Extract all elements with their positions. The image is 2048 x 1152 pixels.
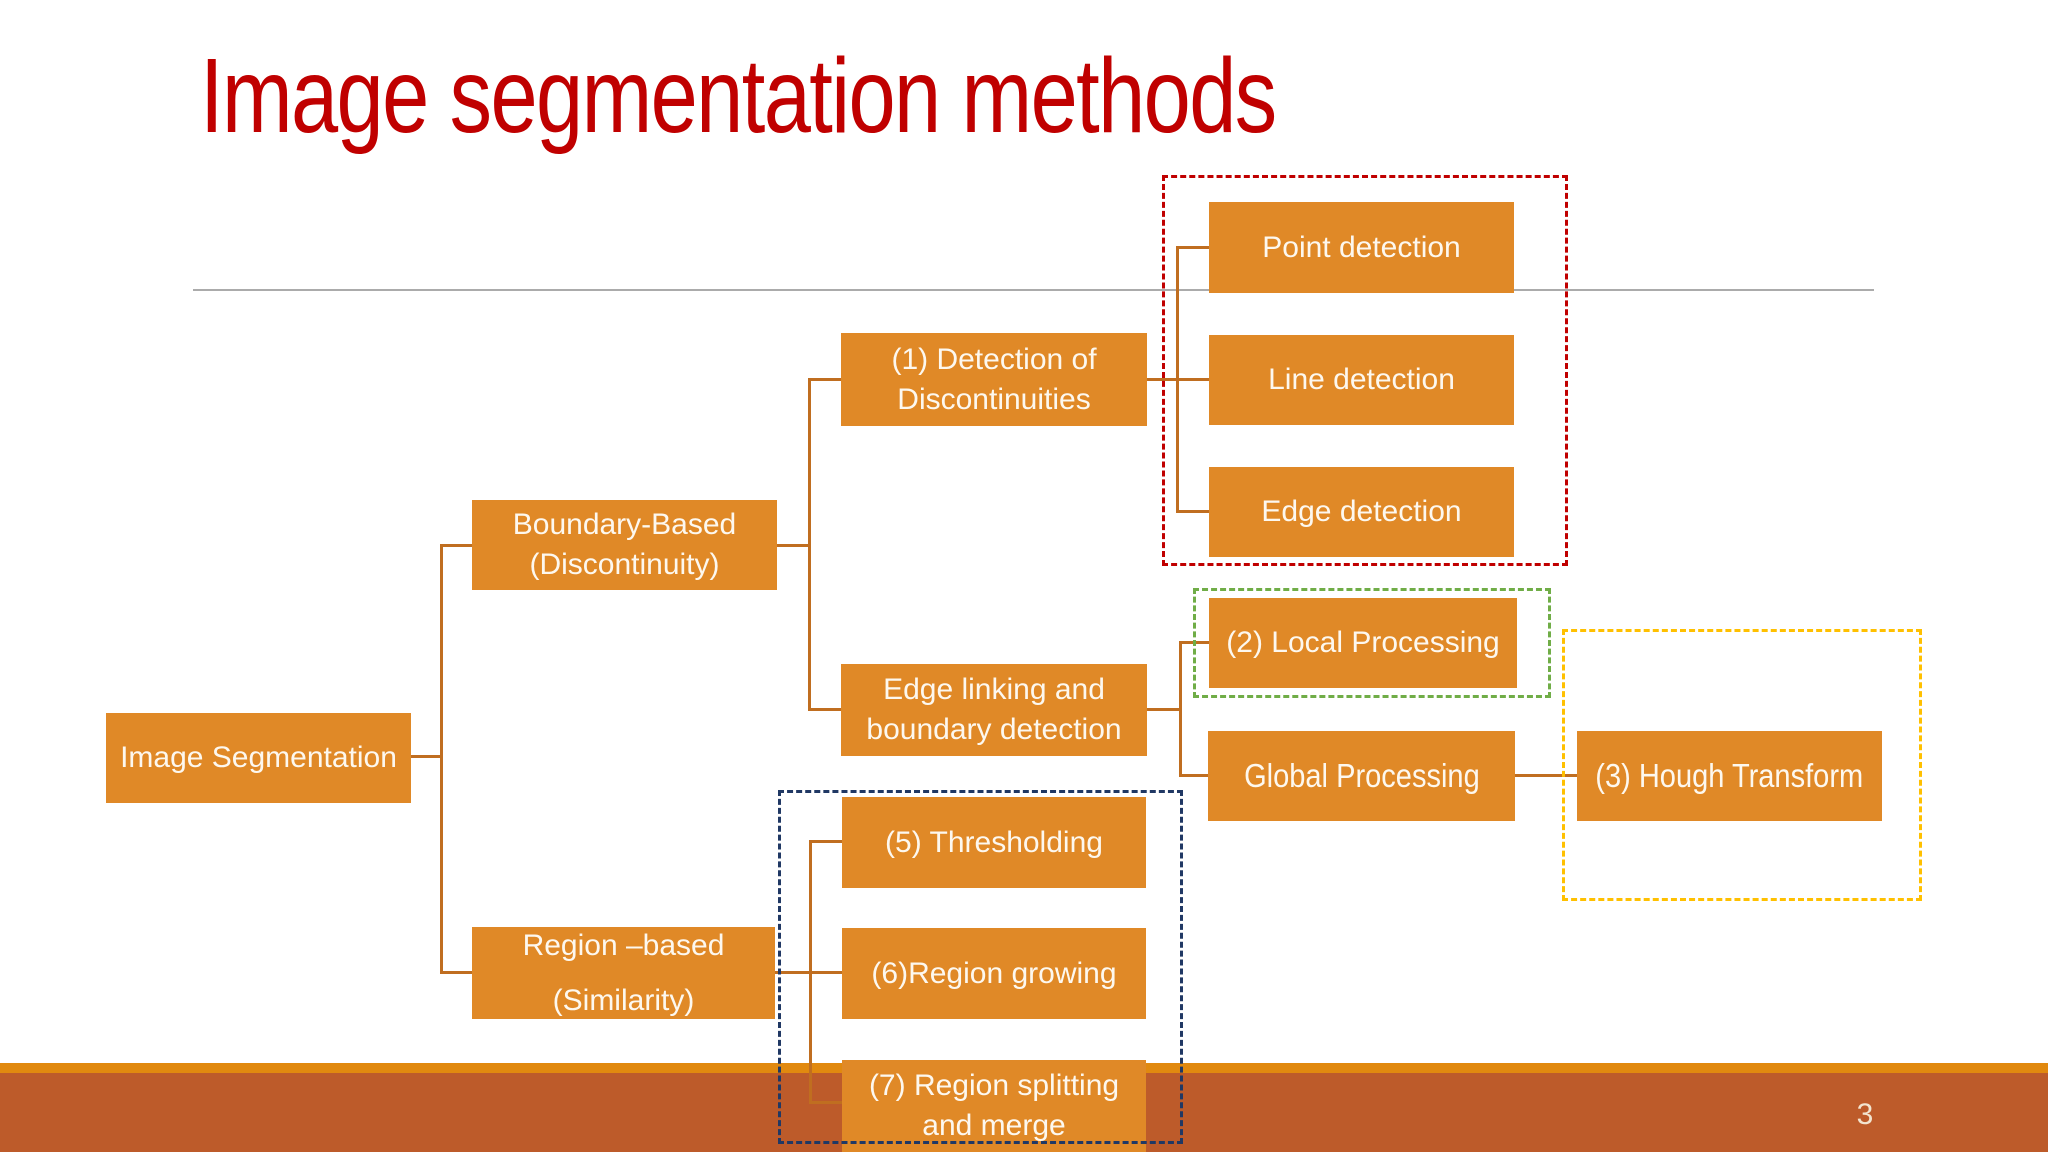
connector-to-edge-linking: [809, 708, 842, 711]
connector-to-region-splitting: [810, 1101, 843, 1104]
page-title: Image segmentation methods: [200, 37, 1277, 155]
connector-edge-linking-stub: [1147, 708, 1181, 711]
connector-root-trunk: [440, 544, 443, 974]
node-label: Region –based (Similarity): [522, 928, 725, 1018]
node-image-segmentation: Image Segmentation: [106, 713, 411, 803]
node-label: Point detection: [1262, 230, 1461, 264]
node-label: (1) Detection of Discontinuities: [891, 342, 1097, 416]
node-label: Image Segmentation: [120, 741, 397, 775]
node-region-based: Region –based (Similarity): [472, 927, 775, 1019]
hough-transform-group-outline: [1562, 629, 1922, 901]
node-global-processing: Global Processing: [1208, 731, 1515, 821]
title-divider: [193, 289, 1874, 291]
node-label: Line detection: [1268, 363, 1455, 397]
connector-boundary-stub: [777, 544, 810, 547]
node-hough-transform: (3) Hough Transform: [1577, 731, 1882, 821]
connector-to-detection: [809, 378, 842, 381]
node-region-splitting-merge: (7) Region splitting and merge: [842, 1060, 1146, 1152]
connector-root-stub: [411, 755, 441, 758]
node-label: (6)Region growing: [871, 956, 1117, 990]
node-local-processing: (2) Local Processing: [1209, 598, 1517, 688]
node-point-detection: Point detection: [1209, 202, 1514, 293]
node-label: (5) Thresholding: [885, 825, 1103, 859]
local-processing-group-outline: [1193, 588, 1551, 698]
node-boundary-based: Boundary-Based (Discontinuity): [472, 500, 777, 590]
connector-to-point-detection: [1177, 246, 1210, 249]
node-label: Edge linking and boundary detection: [866, 673, 1122, 746]
detection-methods-group-outline: [1162, 175, 1568, 566]
node-label: (2) Local Processing: [1226, 626, 1500, 660]
node-edge-linking: Edge linking and boundary detection: [841, 664, 1147, 756]
node-label: Boundary-Based (Discontinuity): [512, 508, 737, 581]
node-label: (7) Region splitting and merge: [868, 1069, 1120, 1142]
node-label: Global Processing: [1243, 757, 1480, 795]
node-edge-detection: Edge detection: [1209, 467, 1514, 557]
connector-to-region-based: [441, 971, 473, 974]
connector-to-thresholding: [810, 840, 843, 843]
connector-to-hough-transform: [1515, 774, 1578, 777]
page-number: 3: [1856, 1098, 1874, 1131]
node-line-detection: Line detection: [1209, 335, 1514, 425]
node-region-growing: (6)Region growing: [842, 928, 1146, 1019]
connector-to-global-processing: [1180, 774, 1210, 777]
connector-to-edge-detection: [1177, 510, 1210, 513]
region-methods-group-outline: [778, 790, 1183, 1144]
node-detection-of-discontinuities: (1) Detection of Discontinuities: [841, 333, 1147, 426]
node-label: Edge detection: [1261, 495, 1462, 529]
connector-edge-linking-trunk: [1179, 641, 1182, 777]
connector-boundary-trunk: [808, 378, 811, 711]
connector-region-trunk: [809, 840, 812, 1104]
node-thresholding: (5) Thresholding: [842, 797, 1146, 888]
connector-detection-trunk: [1176, 246, 1179, 513]
node-label: (3) Hough Transform: [1595, 757, 1864, 795]
connector-to-boundary-based: [441, 544, 473, 547]
